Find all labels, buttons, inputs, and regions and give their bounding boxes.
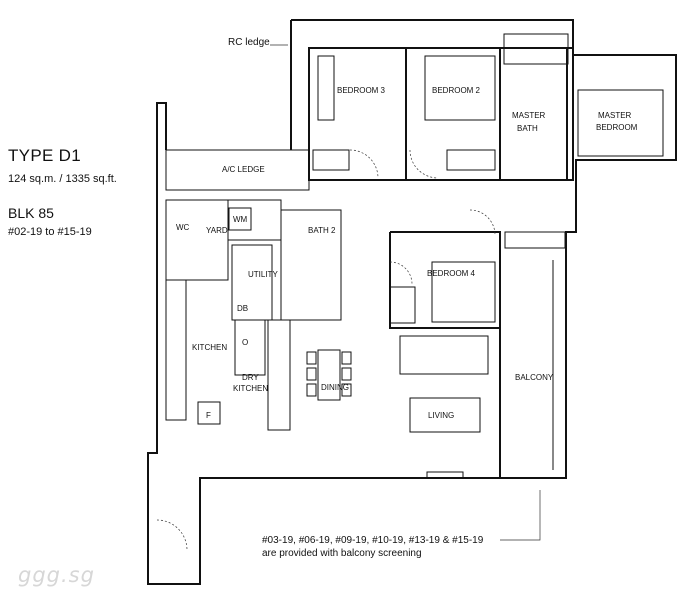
label-fridge: F xyxy=(206,411,211,420)
label-oven: O xyxy=(242,338,248,347)
wardrobe-br4 xyxy=(389,286,416,324)
washing-machine xyxy=(228,207,252,231)
dining-chair xyxy=(341,383,352,397)
label-wm: WM xyxy=(233,215,248,224)
label-yard: YARD xyxy=(206,226,228,235)
entrance-door xyxy=(156,519,188,551)
unit-type-title: TYPE D1 xyxy=(8,146,81,165)
wc-area xyxy=(165,199,229,281)
label-master-bath: MASTER xyxy=(512,111,546,120)
bathtub xyxy=(503,33,569,65)
label-dining: DINING xyxy=(321,383,349,392)
bed-master xyxy=(577,89,664,157)
label-bath2: BATH 2 xyxy=(308,226,336,235)
label-utility: UTILITY xyxy=(248,270,278,279)
door-br4 xyxy=(389,261,413,285)
sofa xyxy=(399,335,489,375)
dry-kitchen-counter xyxy=(234,319,266,376)
dining-chair xyxy=(306,383,317,397)
note-line: #03-19, #06-19, #09-19, #10-19, #13-19 &… xyxy=(262,535,484,546)
label-wc: WC xyxy=(176,223,190,232)
note-line: are provided with balcony screening xyxy=(262,548,422,559)
label-bedroom3: BEDROOM 3 xyxy=(337,86,386,95)
wardrobe-master xyxy=(504,231,566,249)
label-dry-kitchen: KITCHEN xyxy=(233,384,268,393)
dining-chair xyxy=(341,367,352,381)
label-living: LIVING xyxy=(428,411,454,420)
bath2-area xyxy=(280,209,342,321)
dining-chair xyxy=(341,351,352,365)
label-bedroom4: BEDROOM 4 xyxy=(427,269,476,278)
unit-area: 124 sq.m. / 1335 sq.ft. xyxy=(8,173,117,185)
label-ac-ledge: A/C LEDGE xyxy=(222,165,265,174)
label-bedroom2: BEDROOM 2 xyxy=(432,86,481,95)
wardrobe-br2 xyxy=(446,149,496,171)
outer-wall xyxy=(147,19,677,585)
bed-br4 xyxy=(431,261,496,323)
bedroom-block xyxy=(308,47,574,181)
island-counter xyxy=(267,319,291,431)
label-db: DB xyxy=(237,304,248,313)
tv-console xyxy=(426,471,464,479)
door-br2 xyxy=(409,149,439,179)
kitchen-counter xyxy=(165,279,187,421)
door-br3 xyxy=(349,149,379,179)
dining-chair xyxy=(306,351,317,365)
label-master-bath: BATH xyxy=(517,124,538,133)
label-balcony: BALCONY xyxy=(515,373,554,382)
wardrobe-br3 xyxy=(312,149,350,171)
coffee-table xyxy=(409,397,481,433)
label-master-bedroom: BEDROOM xyxy=(596,123,638,132)
watermark-logo: ggg.sg xyxy=(18,563,95,587)
screening-leader xyxy=(500,490,541,541)
balcony-screening-note: #03-19, #06-19, #09-19, #10-19, #13-19 &… xyxy=(262,534,483,560)
label-kitchen: KITCHEN xyxy=(192,343,227,352)
bed-br3 xyxy=(317,55,335,121)
unit-range: #02-19 to #15-19 xyxy=(8,226,92,238)
door-master xyxy=(469,209,496,236)
bed-br2 xyxy=(424,55,496,121)
block-number: BLK 85 xyxy=(8,205,54,221)
label-dry-kitchen: DRY xyxy=(242,373,259,382)
fridge xyxy=(197,401,221,425)
dining-chair xyxy=(306,367,317,381)
dining-table xyxy=(317,349,341,401)
label-master-bedroom: MASTER xyxy=(598,111,632,120)
rc-ledge-label: RC ledge xyxy=(228,37,270,48)
